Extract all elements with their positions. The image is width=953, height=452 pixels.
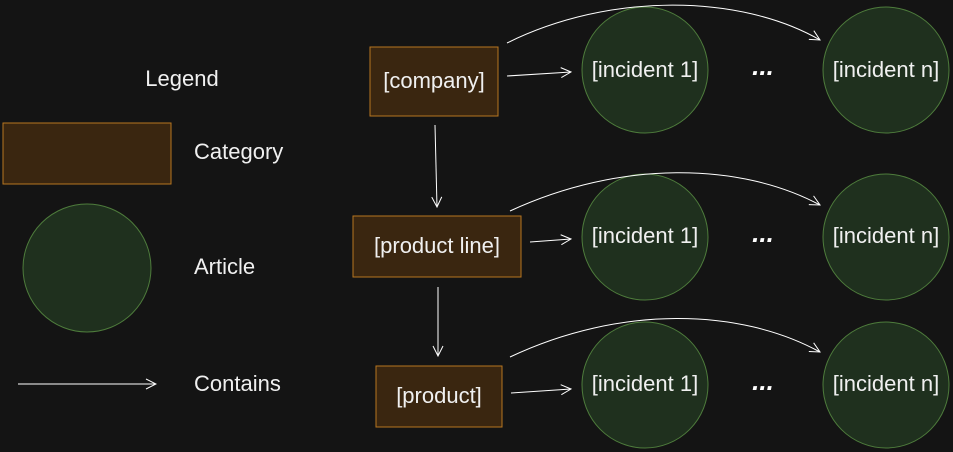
article-node-product-incident-1 xyxy=(581,321,709,449)
ellipsis-company: ... xyxy=(752,51,774,81)
legend-category-swatch xyxy=(2,122,172,185)
row-product: [product] [incident 1] ... [incident n] xyxy=(375,318,950,449)
article-node-product-incident-n-label: [incident n] xyxy=(833,371,939,396)
category-node-company-label: [company] xyxy=(383,68,485,93)
article-node-product-incident-1-label: [incident 1] xyxy=(592,371,698,396)
category-node-product-line-label: [product line] xyxy=(374,233,500,258)
legend-article-label: Article xyxy=(194,254,255,279)
legend-category-label: Category xyxy=(194,139,283,164)
article-node-product-line-incident-n xyxy=(822,173,950,301)
legend-title: Legend xyxy=(145,66,218,91)
legend-article-swatch xyxy=(22,203,152,333)
article-node-product-line-incident-1-label: [incident 1] xyxy=(592,223,698,248)
ellipsis-product-line: ... xyxy=(752,218,774,248)
edge-product-line-to-incident-n xyxy=(509,172,820,212)
article-node-product-incident-n xyxy=(822,321,950,449)
edge-product-to-incident-n xyxy=(509,318,820,358)
legend: Legend Category Article Contains xyxy=(2,66,283,396)
category-node-product-label: [product] xyxy=(396,383,482,408)
edge-company-to-incident-1 xyxy=(506,72,571,76)
edge-company-to-incident-n xyxy=(506,4,820,44)
article-node-company-incident-n-label: [incident n] xyxy=(833,57,939,82)
article-node-product-line-incident-n-label: [incident n] xyxy=(833,223,939,248)
edge-product-to-incident-1 xyxy=(510,389,571,393)
ellipsis-product: ... xyxy=(752,366,774,396)
article-node-company-incident-n xyxy=(822,6,950,134)
legend-contains-label: Contains xyxy=(194,371,281,396)
article-node-company-incident-1 xyxy=(581,6,709,134)
edge-product-line-to-incident-1 xyxy=(529,239,571,242)
category-node-product-line xyxy=(352,215,522,278)
edge-company-to-product-line xyxy=(435,124,437,207)
article-node-company-incident-1-label: [incident 1] xyxy=(592,57,698,82)
category-node-company xyxy=(369,46,499,117)
category-node-product xyxy=(375,365,503,428)
row-product-line: [product line] [incident 1] ... [inciden… xyxy=(352,172,950,356)
row-company: [company] [incident 1] ... [incident n] xyxy=(369,4,950,207)
